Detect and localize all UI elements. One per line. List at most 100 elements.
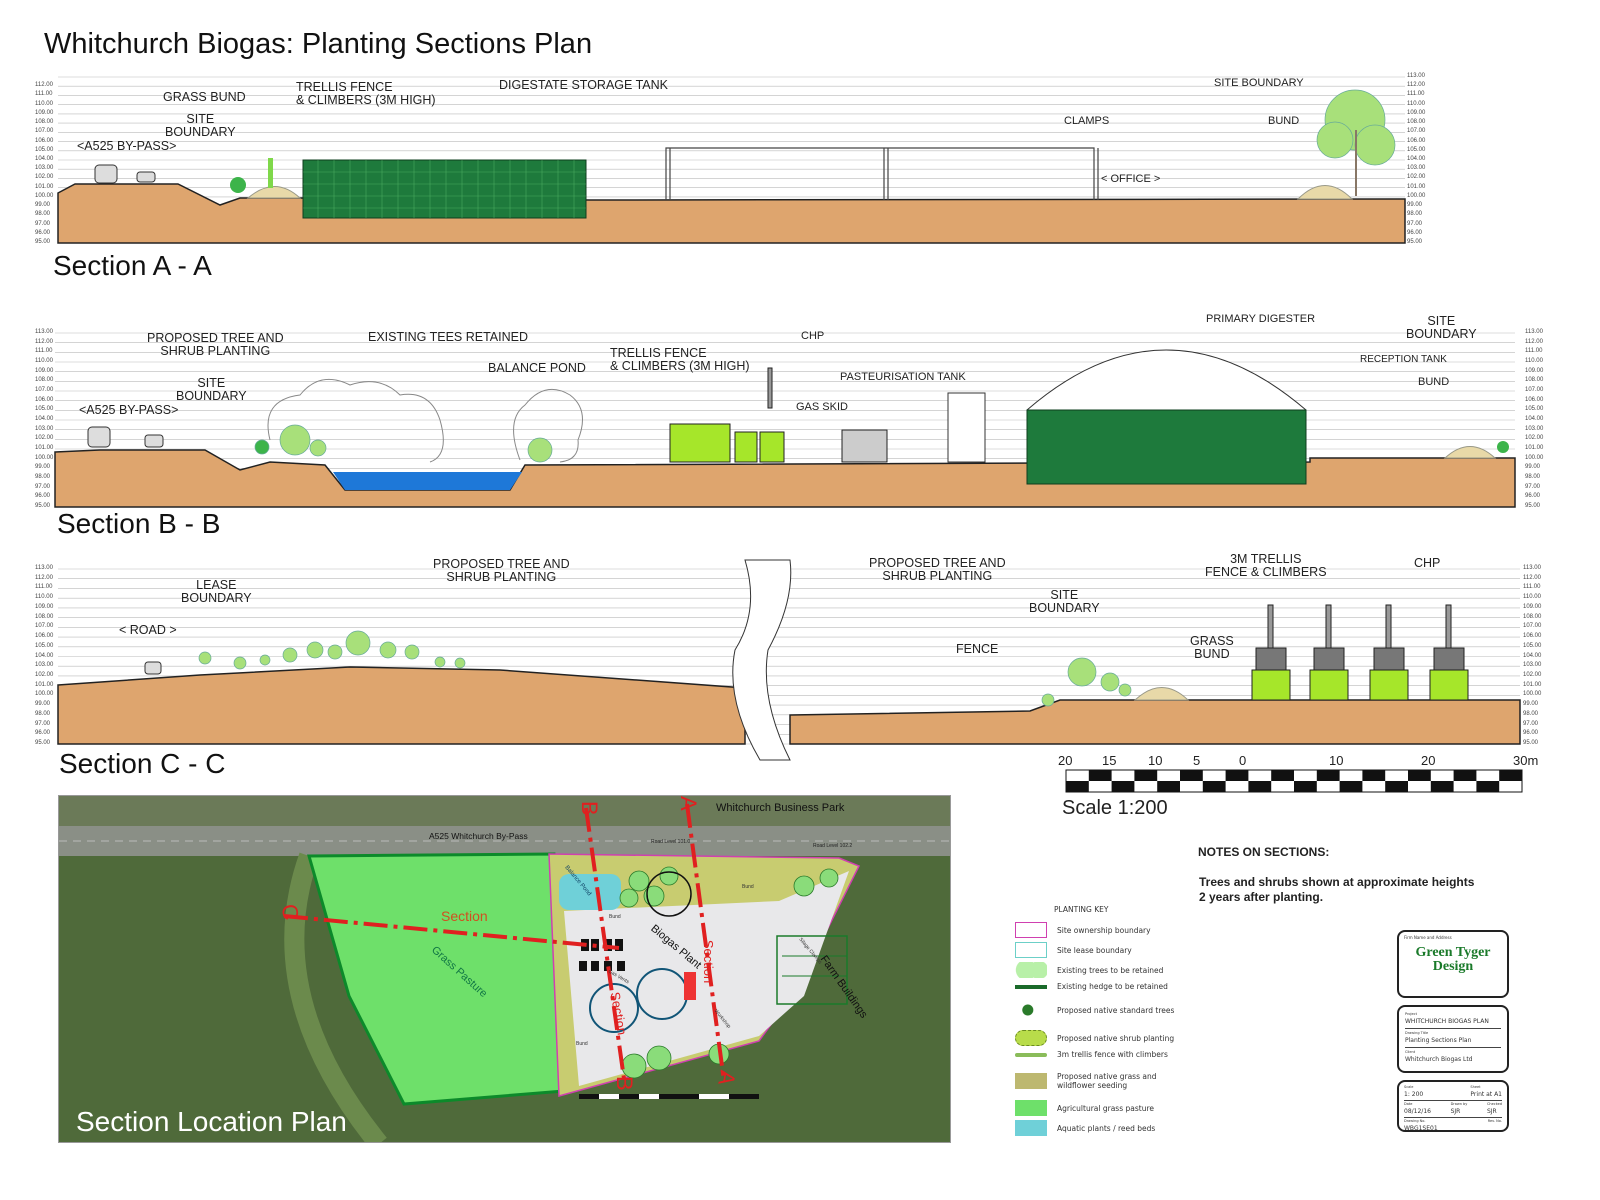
label: CHP [1414, 556, 1441, 570]
elevation-tick: 109.00 [1407, 109, 1426, 116]
elevation-tick: 111.00 [1407, 91, 1425, 98]
map-label: Whitchurch Business Park [716, 802, 845, 814]
label: PASTEURISATION TANK [840, 371, 966, 383]
elevation-tick: 100.00 [1525, 454, 1544, 461]
logo: Green Tyger Design [1415, 945, 1491, 974]
elevation-tick: 100.00 [1407, 192, 1426, 199]
marker-b2: B [612, 1076, 637, 1091]
scale-tick: 0 [1239, 753, 1247, 768]
elevation-tick: 100.00 [35, 192, 54, 199]
elevation-tick: 111.00 [1523, 584, 1541, 591]
tree [404, 644, 420, 660]
scale-tick: 20 [1421, 753, 1436, 768]
scale-tick: 5 [1193, 753, 1201, 768]
map-label: Road Level 101.0 [651, 839, 691, 845]
elevation-tick: 110.00 [35, 594, 53, 601]
elevation-tick: 104.00 [35, 156, 54, 162]
elevation-tick: 95.00 [35, 503, 51, 509]
elevation-tick: 96.00 [1407, 229, 1423, 236]
elevation-tick: 96.00 [35, 229, 51, 236]
label: < ROAD > [119, 623, 177, 637]
section-break [732, 559, 792, 761]
tree [345, 630, 371, 656]
marker-a: A [676, 796, 701, 811]
tree [233, 656, 247, 670]
elevation-tick: 107.00 [35, 387, 54, 393]
elevation-tick: 107.00 [1523, 623, 1542, 630]
key-item: Proposed native standard trees [1015, 1002, 1185, 1018]
elevation-tick: 103.00 [1523, 662, 1542, 669]
label: GAS SKID [796, 401, 848, 413]
tree [1041, 693, 1055, 707]
label: DIGESTATE STORAGE TANK [499, 78, 669, 92]
biogas-plant-area [564, 871, 849, 1086]
label: SITE BOUNDARY [176, 376, 247, 403]
elevation-tick: 101.00 [1407, 183, 1426, 190]
elevation-tick: 111.00 [35, 584, 53, 591]
elevation-tick: 108.00 [35, 377, 54, 384]
elevation-tick: 113.00 [35, 329, 53, 335]
elevation-tick: 98.00 [1407, 211, 1423, 218]
elevation-tick: 97.00 [35, 483, 51, 490]
elevation-tick: 95.00 [1523, 740, 1539, 746]
tree [454, 657, 466, 669]
tree [1118, 683, 1132, 697]
elevation-tick: 112.00 [1407, 82, 1425, 89]
tree [282, 647, 298, 663]
clamps [665, 147, 1099, 200]
section-a-title: Section A - A [53, 250, 212, 281]
key-item: Proposed native shrub planting [1015, 1030, 1185, 1046]
elevation-tick: 103.00 [35, 425, 54, 432]
label: TRELLIS FENCE & CLIMBERS (3M HIGH) [296, 80, 436, 107]
elevation-tick: 103.00 [35, 165, 54, 172]
label: 3M TRELLIS FENCE & CLIMBERS [1205, 552, 1327, 579]
scale-bar [1065, 769, 1523, 793]
scale-tick: 15 [1102, 753, 1117, 768]
notes-text: Trees and shrubs shown at approximate he… [1199, 875, 1475, 904]
elevation-tick: 113.00 [1525, 329, 1543, 335]
tree [1100, 672, 1120, 692]
grass-bund [246, 186, 302, 199]
elevation-tick: 104.00 [1523, 652, 1542, 659]
elevation-tick: 104.00 [35, 652, 54, 659]
label: PROPOSED TREE AND SHRUB PLANTING [433, 557, 570, 584]
elevation-tick: 106.00 [35, 137, 54, 144]
tree [327, 644, 343, 660]
elevation-tick: 104.00 [1525, 416, 1544, 422]
elevation-tick: 106.00 [35, 396, 54, 403]
map-title: Section Location Plan [76, 1106, 347, 1137]
marker-c: C [276, 902, 303, 922]
label: SITE BOUNDARY [165, 112, 236, 139]
chp-units-c [1251, 604, 1469, 701]
elevation-tick: 96.00 [1523, 730, 1539, 737]
elevation-tick: 109.00 [35, 109, 54, 116]
map-label: Bund [609, 914, 621, 920]
elevation-tick: 100.00 [1523, 691, 1542, 698]
map-label: Section [441, 908, 488, 924]
elevation-tick: 112.00 [1523, 574, 1541, 581]
planting-key-heading: PLANTING KEY [1054, 905, 1109, 914]
elevation-tick: 102.00 [1407, 174, 1426, 181]
key-item: 3m trellis fence with climbers [1015, 1050, 1185, 1059]
tree [306, 641, 324, 659]
elevation-tick: 107.00 [35, 128, 54, 135]
elevation-tick: 109.00 [35, 367, 54, 374]
elevation-tick: 106.00 [35, 633, 54, 640]
elevation-tick: 103.00 [1525, 425, 1544, 432]
label: PRIMARY DIGESTER [1206, 313, 1316, 325]
label: TRELLIS FENCE & CLIMBERS (3M HIGH) [610, 346, 750, 373]
map-label: Bund [742, 884, 754, 890]
elevation-tick: 107.00 [35, 623, 54, 630]
elevation-tick: 105.00 [35, 146, 54, 153]
elevation-tick: 110.00 [1407, 100, 1425, 107]
balance-pond [333, 472, 522, 490]
elevation-tick: 101.00 [1525, 445, 1544, 451]
chp-unit [1309, 669, 1349, 701]
elevation-tick: 97.00 [1407, 220, 1423, 227]
elevation-tick: 97.00 [35, 220, 51, 227]
elevation-tick: 101.00 [1523, 681, 1542, 688]
map-label: Bund [576, 1041, 588, 1047]
